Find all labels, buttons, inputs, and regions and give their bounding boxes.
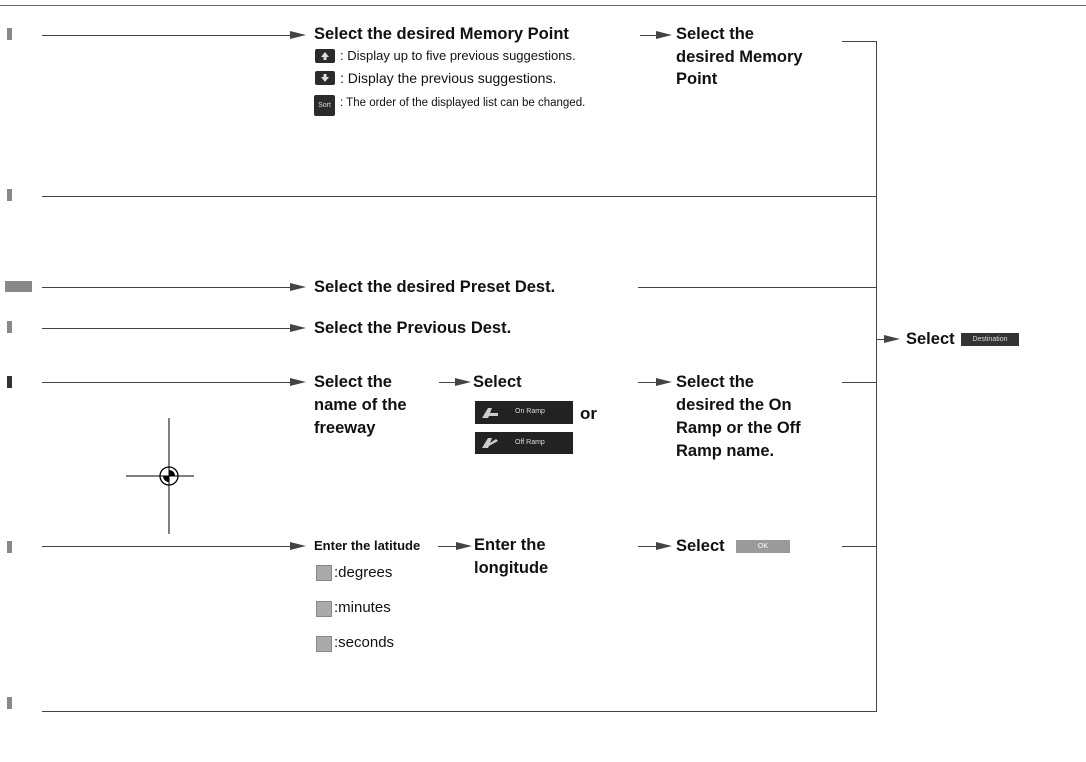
seconds-label: :seconds — [334, 634, 395, 651]
freeway-title-line1: Select the — [314, 373, 392, 391]
row-marker-7 — [7, 697, 12, 709]
preset-to-bus-line — [638, 287, 876, 288]
row2-line — [42, 196, 876, 197]
memory-next-line3: Point — [676, 70, 718, 88]
degrees-label: :degrees — [334, 564, 393, 581]
row6-line — [42, 546, 291, 547]
ramp-off-icon — [482, 438, 498, 448]
or-label: or — [580, 404, 597, 423]
sort-icon-label: Sort — [318, 102, 331, 109]
sort-desc: : The order of the displayed list can be… — [340, 97, 586, 109]
freeway-final-line — [638, 382, 658, 383]
on-ramp-label: On Ramp — [515, 408, 545, 415]
ok-to-bus-line — [842, 546, 876, 547]
row1-arrowhead — [290, 31, 306, 39]
off-ramp-button[interactable]: Off Ramp — [475, 432, 573, 454]
freeway-final-arrowhead — [656, 378, 672, 386]
freeway-select-label: Select — [473, 373, 522, 391]
ok-button-label: OK — [757, 543, 769, 550]
lon-line1: Enter the — [474, 536, 546, 554]
row3-line — [42, 287, 291, 288]
row-marker-5 — [7, 376, 12, 388]
row4-line — [42, 328, 291, 329]
top-rule — [0, 5, 1086, 6]
up-arrow-icon-glyph — [321, 52, 329, 60]
off-ramp-label: Off Ramp — [515, 439, 545, 446]
destination-button-label: Destination — [972, 336, 1008, 343]
row3-arrowhead — [290, 283, 306, 291]
row1-line — [42, 35, 291, 36]
seconds-icon — [316, 636, 332, 652]
final-line — [876, 339, 886, 340]
freeway-final-line1: Select the — [676, 373, 754, 391]
down-arrow-icon — [315, 71, 335, 85]
memory-next-line1: Select the — [676, 25, 754, 43]
preset-title: Select the desired Preset Dest. — [314, 278, 556, 296]
degrees-icon — [316, 565, 332, 581]
freeway-select-line — [439, 382, 457, 383]
bus-line — [876, 41, 877, 712]
minutes-label: :minutes — [334, 599, 391, 616]
ramp-on-icon — [482, 408, 498, 418]
down-desc: : Display the previous suggestions. — [340, 70, 557, 86]
final-select-label: Select — [906, 330, 955, 348]
freeway-final-line4: Ramp name. — [676, 442, 775, 460]
freeway-final-line3: Ramp or the Off — [676, 419, 801, 437]
memory-next-line2: desired Memory — [676, 48, 803, 66]
lat-label: Enter the latitude — [314, 538, 421, 553]
lat-to-lon-line — [438, 546, 458, 547]
row-marker-3 — [5, 281, 32, 292]
memory-to-bus-line — [842, 41, 876, 42]
freeway-final-line2: desired the On — [676, 396, 792, 414]
row-marker-1 — [7, 28, 12, 40]
up-arrow-icon — [315, 49, 335, 63]
up-desc: : Display up to five previous suggestion… — [340, 48, 576, 63]
freeway-title-line3: freeway — [314, 419, 376, 437]
row-marker-4 — [7, 321, 12, 333]
memory-next-arrowhead — [656, 31, 672, 39]
freeway-title-line2: name of the — [314, 396, 407, 414]
lon-to-ok-line — [638, 546, 658, 547]
row-marker-2 — [7, 189, 12, 201]
row6-arrowhead — [290, 542, 306, 550]
freeway-select-arrowhead — [455, 378, 471, 386]
destination-button[interactable]: Destination — [961, 333, 1019, 346]
minutes-icon — [316, 601, 332, 617]
lat-to-lon-arrowhead — [456, 542, 472, 550]
row5-line — [42, 382, 291, 383]
memory-next-line — [640, 35, 658, 36]
crosshair-icon — [126, 418, 194, 534]
row5-arrowhead — [290, 378, 306, 386]
lon-line2: longitude — [474, 559, 549, 577]
sort-icon: Sort — [314, 95, 335, 116]
down-arrow-icon-glyph — [321, 74, 329, 82]
row4-arrowhead — [290, 324, 306, 332]
row7-line — [42, 711, 876, 712]
ok-select-label: Select — [676, 537, 725, 555]
lon-to-ok-arrowhead — [656, 542, 672, 550]
ok-button[interactable]: OK — [736, 540, 790, 553]
previous-title: Select the Previous Dest. — [314, 319, 512, 337]
final-arrowhead — [884, 335, 900, 343]
freeway-to-bus-line — [842, 382, 876, 383]
on-ramp-button[interactable]: On Ramp — [475, 401, 573, 424]
memory-title: Select the desired Memory Point — [314, 25, 569, 43]
row-marker-6 — [7, 541, 12, 553]
